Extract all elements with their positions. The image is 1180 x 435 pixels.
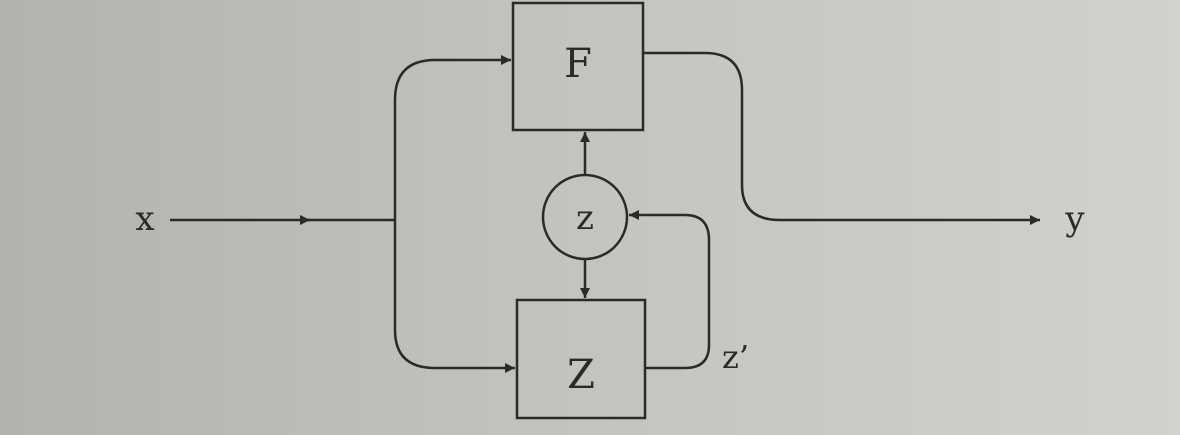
state-label: z	[576, 198, 594, 238]
feedback-line	[629, 210, 711, 370]
branch-to-F	[393, 55, 511, 220]
output-label: y	[1064, 199, 1085, 239]
box-Z	[515, 298, 647, 420]
box-F	[511, 1, 645, 132]
output-line	[643, 51, 1040, 225]
input-label: x	[135, 199, 154, 239]
feedback-label: z’	[722, 338, 749, 376]
box-F-label: F	[564, 41, 592, 87]
branch-to-Z	[393, 220, 515, 373]
box-Z-label: Z	[567, 352, 595, 398]
